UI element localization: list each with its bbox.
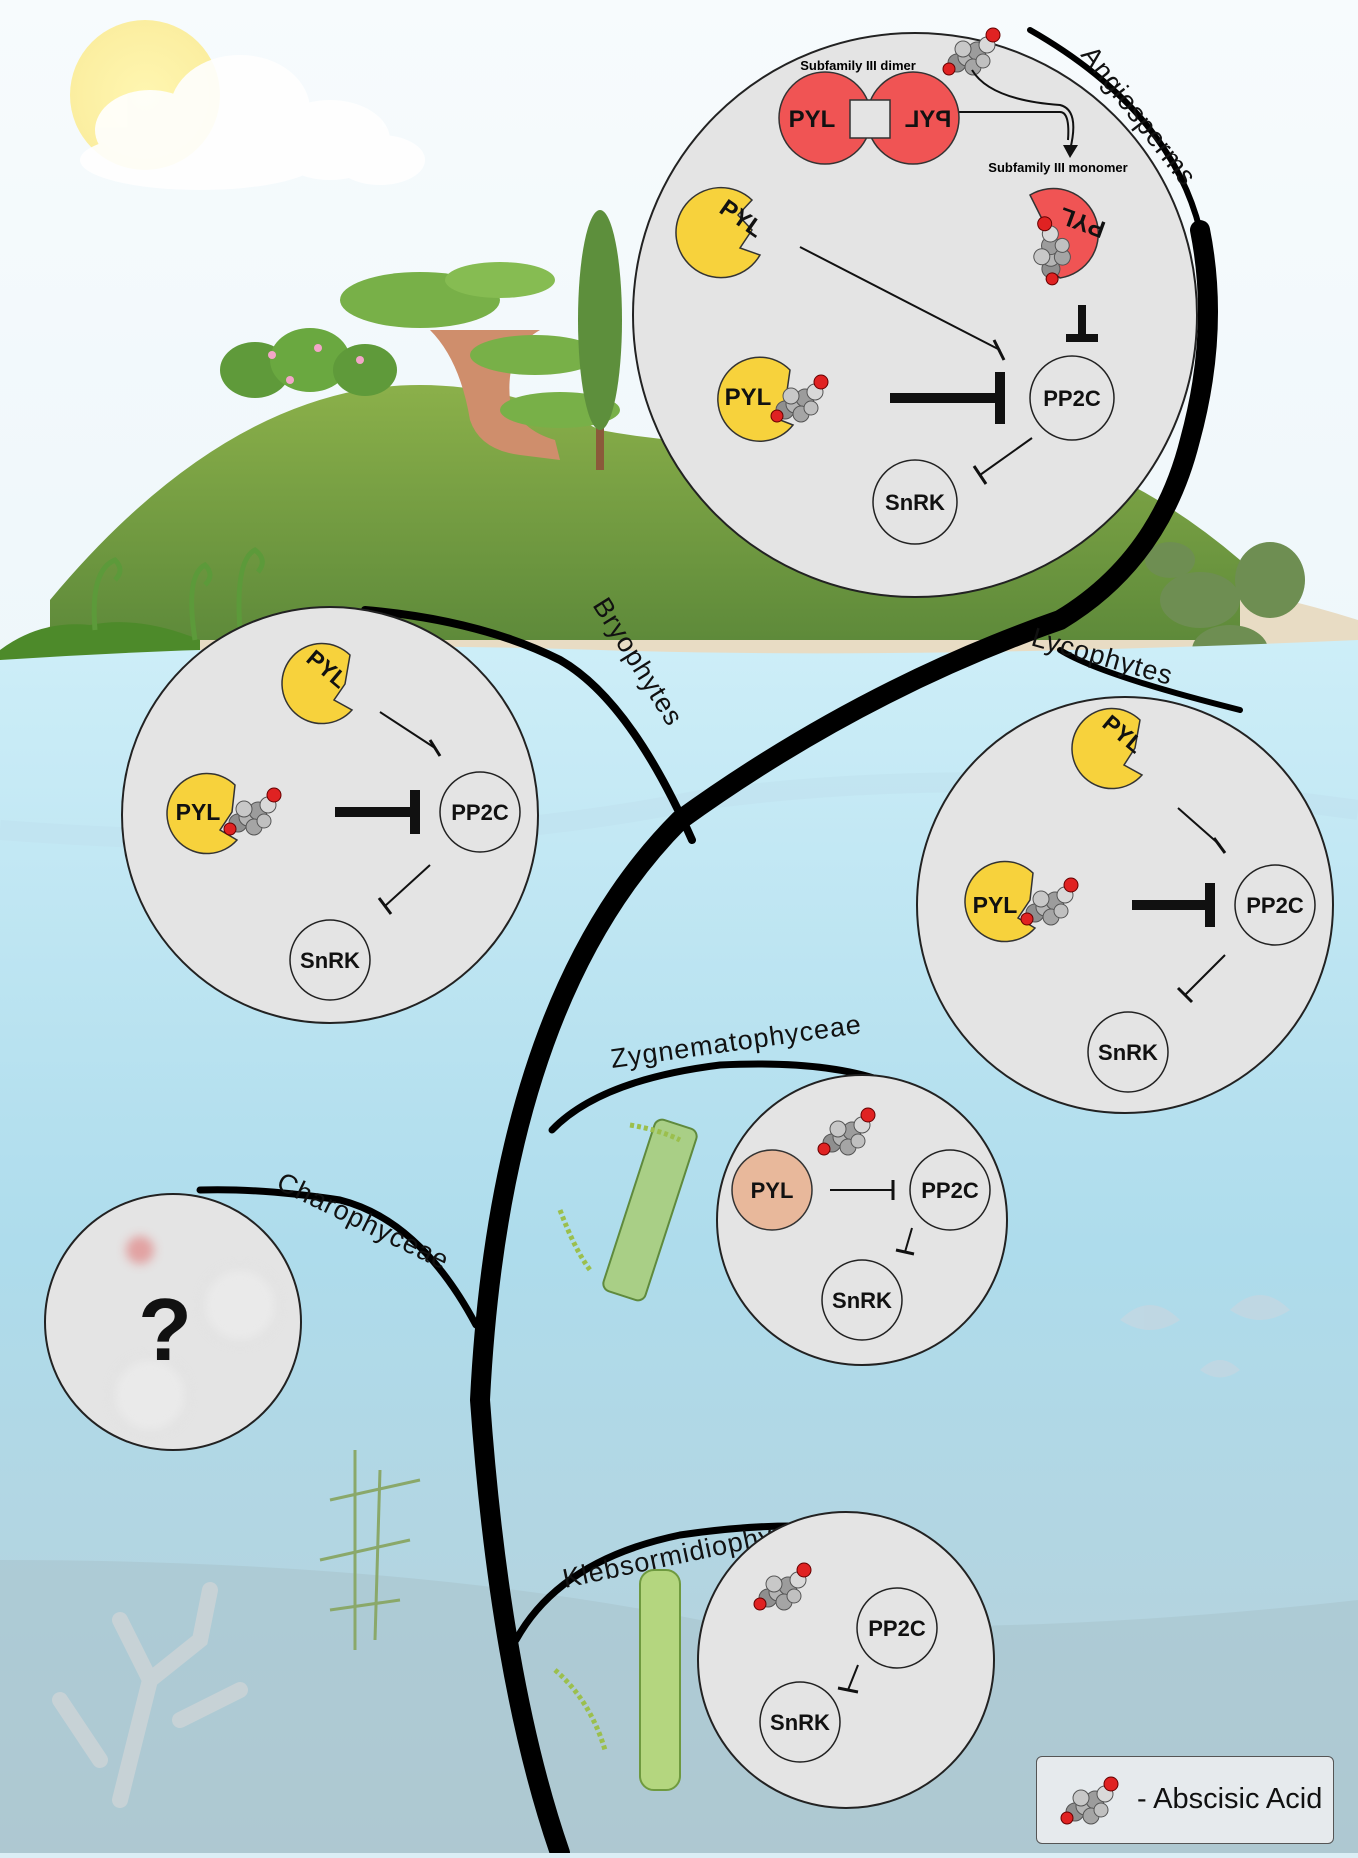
inhibition-pyl-aba-pp2c-strong (1132, 883, 1215, 927)
inhibition-pp2c-snrk (847, 1664, 859, 1691)
fern-sprouts (91, 547, 265, 641)
pyl-dimer: PYL PYL (778, 71, 960, 165)
blurred-network (111, 1236, 279, 1434)
inhibition-pyl-pp2c-weak (799, 246, 1001, 351)
chara-plant (319, 1450, 421, 1650)
aba-legend-icon (1060, 1776, 1119, 1825)
snrk-node-zygnematophyceae: SnRK (821, 1259, 903, 1341)
coral (52, 1582, 248, 1808)
dimer-label: Subfamily III dimer (800, 58, 916, 73)
pyl-free: PYL (675, 186, 768, 279)
unknown-question-mark: ? (138, 1280, 192, 1379)
legend-text: - Abscisic Acid (1137, 1783, 1323, 1815)
pp2c-label: PP2C (1246, 893, 1304, 918)
fish-silhouettes (1120, 1295, 1290, 1378)
inhibition-pyl-aba-pp2c-strong (335, 790, 420, 834)
inhibition-pyl-aba-pp2c-strong (890, 372, 1005, 424)
panel-klebsormidiophyceae: PP2C SnRK (697, 1511, 995, 1809)
snrk-label: SnRK (832, 1288, 892, 1313)
klebsormidium-filament (553, 1569, 681, 1791)
inhibition-pp2c-snrk (1176, 954, 1226, 1004)
panel-bryophytes: PYL PYL PP2C SnRK (121, 606, 539, 1024)
snrk-label: SnRK (885, 490, 945, 515)
pp2c-label: PP2C (451, 800, 509, 825)
tree-bonsai (340, 262, 620, 460)
inhibition-pyl-pp2c-weak (379, 711, 436, 749)
branch-charophyceae (196, 1186, 480, 1329)
arrow-dimer-to-monomer (971, 69, 1075, 151)
inhibition-pp2c-snrk (377, 864, 431, 915)
inhibition-pp2c-snrk (972, 437, 1033, 485)
panel-angiosperms: Subfamily III dimer Subfamily III monome… (632, 27, 1198, 598)
snrk-label: SnRK (300, 948, 360, 973)
snrk-node-bryophytes: SnRK (289, 919, 371, 1001)
pp2c-node-angiosperms: PP2C (1029, 355, 1115, 441)
snrk-node-angiosperms: SnRK (872, 459, 958, 545)
inhibition-pp2c-snrk (904, 1227, 913, 1253)
pyl-dimer-left-label: PYL (789, 106, 836, 133)
bush (220, 328, 397, 398)
legend: - Abscisic Acid (1036, 1756, 1334, 1844)
pp2c-node-zygnematophyceae: PP2C (909, 1149, 991, 1231)
pyl-node-zygnematophyceae: PYL (731, 1149, 813, 1231)
pyl-free: PYL (1071, 707, 1149, 790)
zygnema-filament (557, 1118, 698, 1302)
branch-zygnematophyceae (548, 1060, 884, 1134)
pyl-free: PYL (281, 642, 354, 725)
branch-bryophytes (361, 606, 696, 844)
inhibition-monomer-pp2c (1066, 305, 1098, 342)
pyl-aba-complex: PYL (964, 860, 1079, 943)
pyl-dimer-right-label: PYL (905, 106, 952, 133)
panel-charophyceae: ? (44, 1193, 302, 1451)
pyl-aba-label: PYL (973, 892, 1018, 918)
pyl-monomer: PYL (1013, 187, 1109, 288)
branch-lycophytes (1057, 647, 1243, 713)
pyl-label: PYL (751, 1178, 794, 1203)
snrk-label: SnRK (1098, 1040, 1158, 1065)
pp2c-node-lycophytes: PP2C (1234, 864, 1316, 946)
pp2c-node-klebsormidiophyceae: PP2C (856, 1587, 938, 1669)
snrk-node-lycophytes: SnRK (1087, 1011, 1169, 1093)
panel-lycophytes: PYL PYL PP2C SnRK (916, 696, 1334, 1114)
pp2c-label: PP2C (1043, 386, 1101, 411)
pyl-aba-label: PYL (176, 799, 221, 825)
pyl-aba-label: PYL (725, 384, 772, 411)
snrk-label: SnRK (770, 1710, 830, 1735)
cloud (80, 55, 425, 190)
snrk-node-klebsormidiophyceae: SnRK (759, 1681, 841, 1763)
panel-zygnematophyceae: PYL PP2C SnRK (716, 1074, 1008, 1366)
pyl-aba-complex: PYL (717, 356, 829, 442)
pp2c-node-bryophytes: PP2C (439, 771, 521, 853)
tree-cypress (578, 210, 622, 470)
pyl-aba-complex: PYL (166, 772, 282, 855)
branch-angiosperms (1027, 27, 1203, 233)
pp2c-label: PP2C (921, 1178, 979, 1203)
pp2c-label: PP2C (868, 1616, 926, 1641)
monomer-label: Subfamily III monomer (988, 160, 1127, 175)
